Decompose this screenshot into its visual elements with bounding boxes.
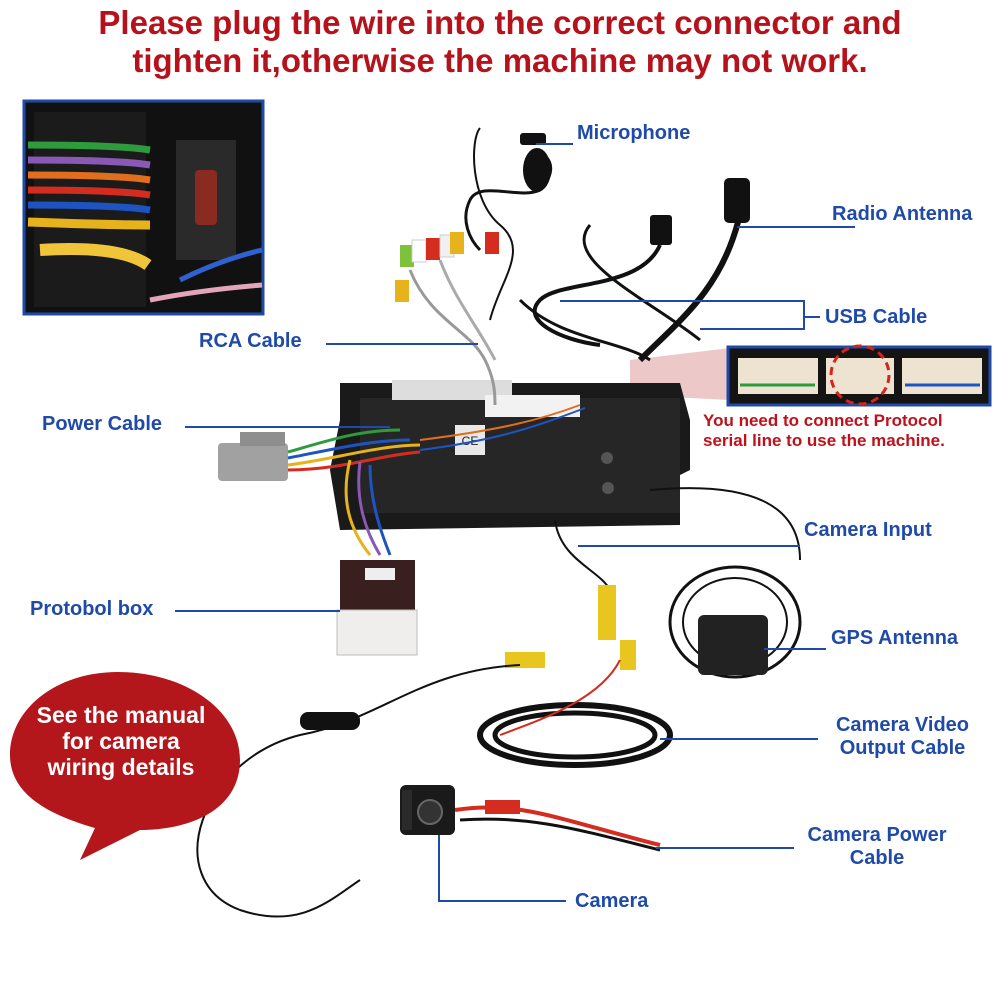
camera-input-leader <box>578 545 800 547</box>
camera-device <box>400 785 455 835</box>
manual-bubble-line-3: wiring details <box>47 754 195 780</box>
power-harness-connector <box>218 404 586 556</box>
harness-inset-photo <box>22 99 265 316</box>
gps-leader <box>764 648 826 650</box>
radio-antenna-usb-cables <box>518 178 750 363</box>
camera-cables <box>196 519 673 918</box>
label-camera-power-line-2: Cable <box>849 847 905 869</box>
microphone-leader <box>536 143 573 145</box>
warning-line-2: tighten it,otherwise the machine may not… <box>132 42 868 79</box>
protocol-note-line-2: serial line to use the machine. <box>703 431 945 450</box>
label-camera-input: Camera Input <box>804 519 932 541</box>
usb-leader-bracket <box>803 300 805 330</box>
label-microphone: Microphone <box>577 122 691 144</box>
power-cable-leader <box>185 426 390 428</box>
protocol-note: You need to connect Protocol serial line… <box>703 411 945 451</box>
label-power-cable: Power Cable <box>42 413 163 435</box>
protocol-note-line-1: You need to connect Protocol <box>703 411 943 430</box>
label-camera-video-output: Camera Video Output Cable <box>825 714 980 760</box>
microphone-device <box>464 127 553 321</box>
label-protobol-box: Protobol box <box>30 598 154 620</box>
label-radio-antenna: Radio Antenna <box>832 203 973 225</box>
label-rca-cable: RCA Cable <box>199 330 302 352</box>
camera-leader-vertical <box>438 835 440 902</box>
label-gps-antenna: GPS Antenna <box>831 627 959 649</box>
rca-leader <box>326 343 478 345</box>
camera-power-leader <box>656 847 794 849</box>
manual-bubble-line-2: for camera <box>62 728 180 754</box>
label-camera-power: Camera Power Cable <box>797 824 957 870</box>
camera-video-leader <box>660 738 818 740</box>
protobol-leader <box>175 610 340 612</box>
usb-leader-bottom <box>700 328 805 330</box>
gps-antenna-device <box>649 487 802 679</box>
usb-leader-stub <box>805 316 820 318</box>
camera-leader-horizontal <box>438 900 566 902</box>
label-camera-video-output-line-1: Camera Video <box>835 714 970 736</box>
label-usb-cable: USB Cable <box>825 306 928 328</box>
protocol-inset-photo <box>630 344 992 407</box>
svg-text:CE: CE <box>462 434 479 448</box>
label-camera-video-output-line-2: Output Cable <box>839 737 966 759</box>
warning-line-1: Please plug the wire into the correct co… <box>98 4 902 41</box>
rca-plugs <box>395 232 499 406</box>
label-camera: Camera <box>575 890 649 912</box>
head-unit-chassis: CE <box>330 380 690 530</box>
label-camera-power-line-1: Camera Power <box>807 824 947 846</box>
radio-antenna-leader <box>737 226 855 228</box>
protobol-box-device <box>336 560 418 656</box>
usb-leader-top <box>560 300 805 302</box>
warning-title: Please plug the wire into the correct co… <box>0 4 1000 80</box>
manual-bubble-line-1: See the manual <box>36 702 206 728</box>
manual-bubble-text: See the manual for camera wiring details <box>18 702 224 780</box>
manual-speech-bubble <box>10 672 240 860</box>
